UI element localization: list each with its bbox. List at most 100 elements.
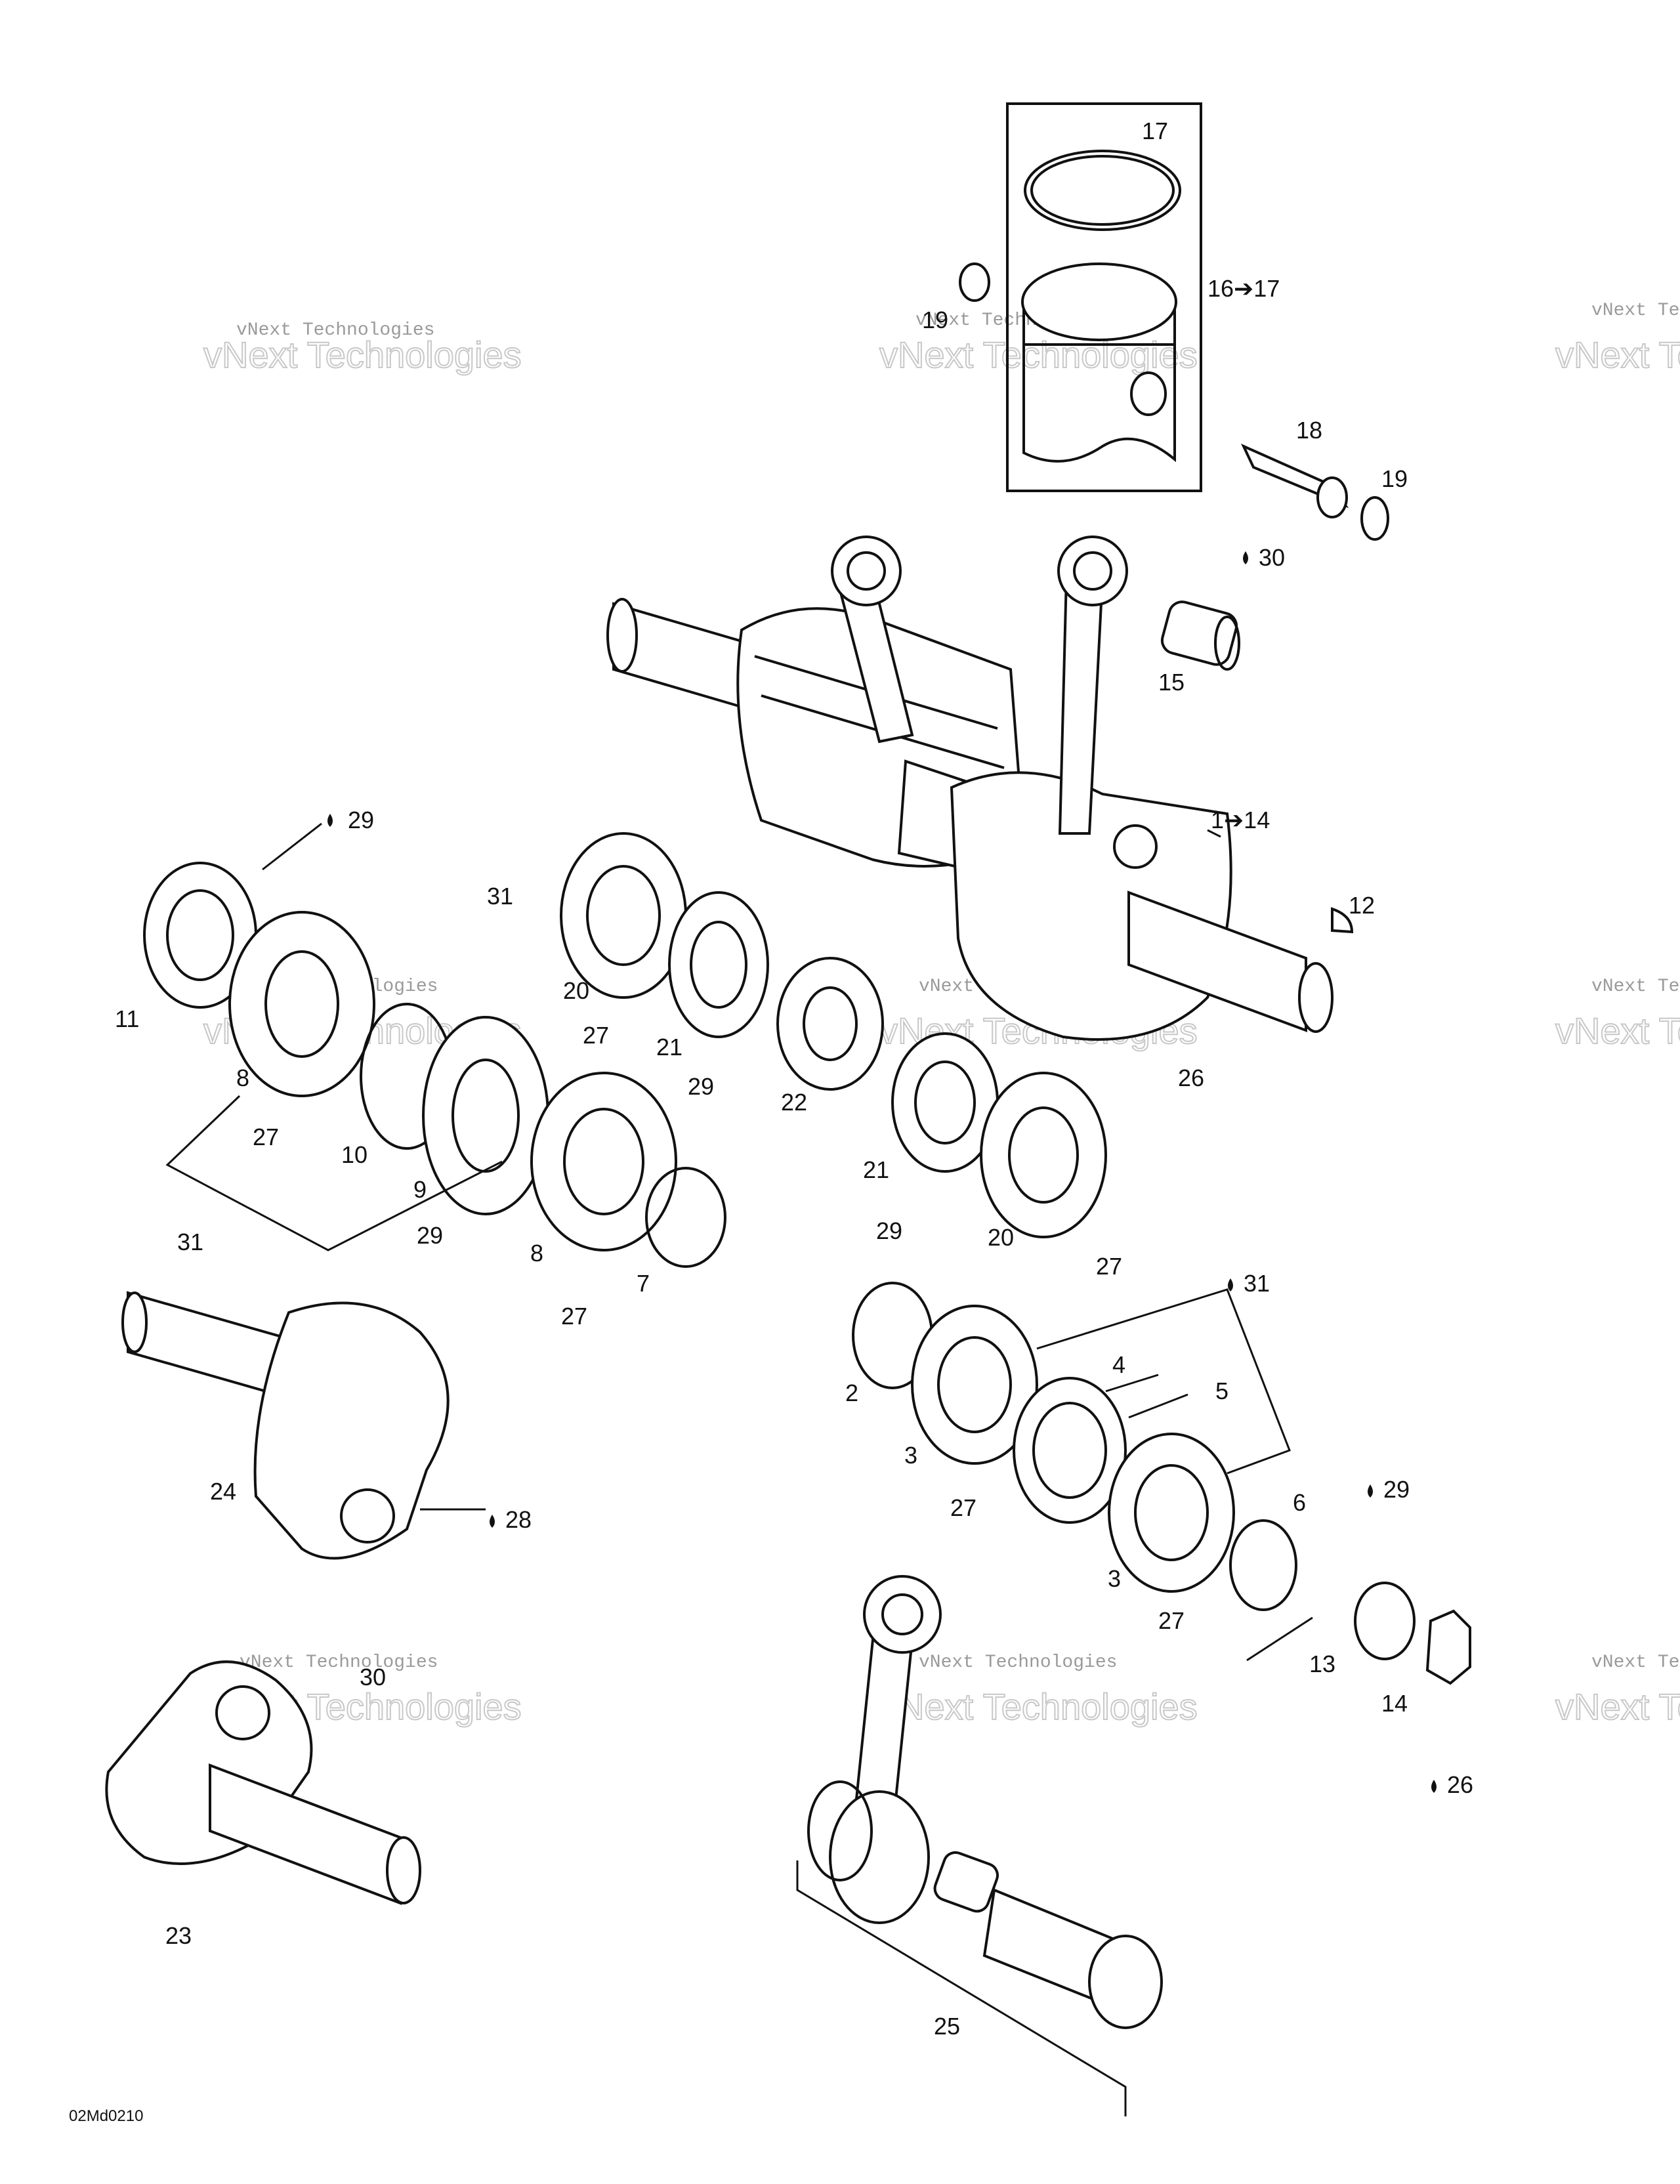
callout-29: 29 bbox=[688, 1073, 714, 1100]
watermark-large: vNext Technologies bbox=[203, 334, 522, 375]
conrod-right-small-end bbox=[1057, 536, 1128, 606]
grease-markers bbox=[327, 551, 1437, 1793]
callout-18: 18 bbox=[1296, 417, 1322, 444]
spacer-4 bbox=[1013, 1377, 1127, 1524]
seal-21 bbox=[668, 891, 769, 1038]
piston-ring-17 bbox=[1024, 150, 1181, 231]
conrod-left-bore bbox=[847, 551, 886, 591]
bracket-25 bbox=[796, 1860, 1127, 2116]
watermark-small: vNext Technologies bbox=[240, 1652, 438, 1673]
piston-pin-bore bbox=[1130, 371, 1167, 416]
seal-21b-inner bbox=[914, 1060, 976, 1144]
callout-19: 19 bbox=[1381, 465, 1408, 492]
callout-17: 17 bbox=[1142, 117, 1168, 144]
spacer-4-inner bbox=[1032, 1402, 1107, 1499]
callout-29: 29 bbox=[348, 807, 374, 833]
callout-26: 26 bbox=[1447, 1771, 1473, 1798]
watermark-large: vNext Technologies bbox=[879, 1686, 1198, 1727]
watermark-large: vNext Technologies bbox=[879, 334, 1198, 375]
callout-27: 27 bbox=[1158, 1607, 1185, 1634]
crank-half-24 bbox=[121, 1291, 450, 1560]
callout-13: 13 bbox=[1309, 1650, 1335, 1677]
watermark-large: vNext Technologies bbox=[1555, 1686, 1680, 1727]
bearing-8b bbox=[530, 1072, 677, 1251]
grease-drop-icon bbox=[490, 1515, 495, 1528]
grease-drop-icon bbox=[1243, 551, 1248, 564]
needle-bearing-25 bbox=[933, 1851, 999, 1913]
leader-1-14 bbox=[1207, 829, 1221, 838]
callout-21: 21 bbox=[656, 1034, 682, 1060]
callout-29: 29 bbox=[876, 1217, 902, 1244]
callout-31: 31 bbox=[177, 1228, 203, 1255]
callout-24: 24 bbox=[210, 1478, 236, 1505]
grease-drop-icon bbox=[327, 814, 333, 827]
piston-ring-17-inner bbox=[1030, 155, 1175, 226]
watermark-small: vNext Technologies bbox=[919, 1652, 1117, 1673]
right-bearing-stack bbox=[891, 1032, 1107, 1238]
crank-shaft-left-tip bbox=[606, 598, 638, 673]
washer-13 bbox=[1354, 1582, 1416, 1660]
watermark-small: vNext Technologies bbox=[1591, 301, 1680, 321]
gear-body bbox=[776, 957, 884, 1091]
callout-1-14: 1➔14 bbox=[1211, 807, 1270, 833]
callout-8: 8 bbox=[236, 1064, 249, 1091]
grease-drop-icon bbox=[1368, 1484, 1373, 1498]
callout-26: 26 bbox=[1178, 1064, 1204, 1091]
watermark-large: vNext Technologies bbox=[1555, 1010, 1680, 1051]
bracket-31b bbox=[1036, 1288, 1291, 1475]
crank-23-shaft bbox=[209, 1763, 402, 1905]
watermark-small: vNext Technologies bbox=[1591, 976, 1680, 997]
crank-24-pin-hole bbox=[340, 1488, 395, 1544]
crank-24-tip bbox=[121, 1292, 148, 1353]
nut-14 bbox=[1425, 1609, 1471, 1685]
seal-21-inner bbox=[690, 921, 747, 1009]
callout-22: 22 bbox=[781, 1089, 807, 1116]
callout-27: 27 bbox=[950, 1494, 976, 1521]
callout-12: 12 bbox=[1349, 892, 1375, 919]
crank-shaft-right-end bbox=[1127, 891, 1307, 1032]
piston-16-body bbox=[1022, 302, 1176, 463]
callout-29: 29 bbox=[417, 1222, 443, 1249]
bearing-3 bbox=[911, 1305, 1038, 1465]
callout-20: 20 bbox=[988, 1224, 1014, 1251]
callout-16-17: 16➔17 bbox=[1208, 275, 1280, 302]
callout-20: 20 bbox=[563, 977, 589, 1004]
watermark-small: vNext Technologies bbox=[1591, 1652, 1680, 1673]
bracket-31 bbox=[165, 1095, 503, 1251]
leader-29-11 bbox=[262, 822, 322, 871]
callout-8: 8 bbox=[530, 1240, 543, 1267]
callout-30: 30 bbox=[360, 1664, 386, 1690]
bearing-8 bbox=[228, 911, 375, 1097]
callout-2: 2 bbox=[845, 1379, 858, 1406]
callout-19: 19 bbox=[922, 306, 948, 333]
callout-3: 3 bbox=[904, 1442, 917, 1469]
leader-29-6 bbox=[1246, 1616, 1313, 1662]
callout-5: 5 bbox=[1215, 1377, 1228, 1404]
callout-27: 27 bbox=[1096, 1253, 1122, 1280]
bearing-8b-inner bbox=[563, 1108, 644, 1215]
conrod-25-small-end bbox=[863, 1575, 942, 1654]
callout-7: 7 bbox=[637, 1270, 650, 1297]
bearing-5 bbox=[1108, 1433, 1235, 1593]
callout-29: 29 bbox=[1383, 1476, 1410, 1503]
piston-pin-group bbox=[1240, 443, 1389, 541]
callout-labels: 17 16➔17 19 18 19 30 15 1➔14 12 26 29 11… bbox=[115, 117, 1473, 2040]
circlip-19 bbox=[959, 262, 990, 302]
callout-6: 6 bbox=[1293, 1489, 1306, 1516]
conrod-kit-25 bbox=[796, 1575, 1163, 2116]
callout-10: 10 bbox=[341, 1141, 368, 1168]
bearing-20-inner bbox=[586, 865, 661, 966]
pto-bearing-stack bbox=[852, 1282, 1471, 1685]
woodruff-key-12 bbox=[1331, 907, 1354, 934]
leader-4 bbox=[1105, 1374, 1159, 1393]
crank-24-shaft bbox=[127, 1291, 290, 1400]
callout-27: 27 bbox=[253, 1124, 279, 1150]
bearing-20b-inner bbox=[1008, 1106, 1079, 1204]
callout-27: 27 bbox=[583, 1022, 609, 1049]
circlip-19 bbox=[1360, 496, 1389, 541]
bearing-8-inner bbox=[264, 950, 339, 1058]
leader-lines bbox=[262, 822, 1313, 1662]
callout-14: 14 bbox=[1381, 1690, 1408, 1717]
crankshaft-assembly bbox=[606, 536, 1334, 1041]
